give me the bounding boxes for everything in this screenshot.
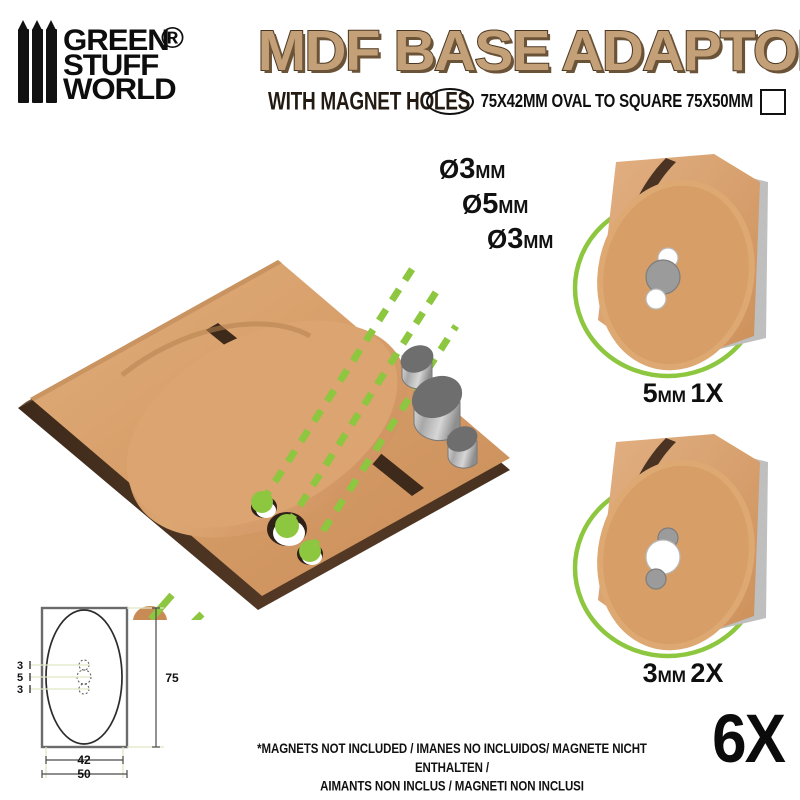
magnet-5mm [645, 259, 681, 295]
magnet-cylinders [400, 345, 478, 469]
dimension-hole-3-fg: 3 [17, 684, 23, 696]
dimension-oval-width: 42 [77, 753, 91, 767]
brand-name-line2: STUFF [63, 48, 159, 82]
callout-unit-2: MM [498, 197, 529, 217]
quantity-badge: 6X [712, 701, 786, 778]
callout-unit-3: MM [523, 232, 554, 252]
panel-unit-3mm: MM [657, 667, 686, 686]
panel-count-5mm: 1X [690, 378, 724, 408]
dimension-hole-1-fg: 3 [17, 660, 23, 672]
magnet-3mm-bottom [645, 568, 667, 590]
callout-value-1: 3 [459, 153, 476, 185]
detail-panel-3mm: 3MM 2X [568, 420, 798, 688]
disclaimer: *MAGNETS NOT INCLUDED / IMANES NO INCLUI… [228, 740, 676, 797]
diameter-symbol-2: Ø [462, 189, 483, 219]
panel-size-5mm: 5 [642, 378, 658, 408]
panel-unit-5mm: MM [657, 387, 686, 406]
callout-dots [251, 491, 321, 562]
hero-product-render: Ø3MM Ø5MM Ø3MM [10, 140, 553, 688]
callout-value-3: 3 [507, 223, 524, 255]
adaptor-detail-illustration-3mm [572, 434, 768, 659]
detail-panel-5mm: 5MM 1X [568, 140, 798, 408]
mdf-board-illustration [18, 258, 510, 688]
three-pencils-icon [18, 20, 57, 103]
brand-name-line3: WORLD [63, 73, 177, 107]
brand-logo: GREEN STUFF WORLD ® [18, 20, 208, 112]
dimension-diagram: 3 5 3 75 42 50 3 5 3 [12, 606, 179, 781]
page-title: MDF BASE ADAPTORS [257, 19, 800, 83]
diameter-symbol-1: Ø [439, 154, 460, 184]
callout-unit-1: MM [475, 162, 506, 182]
technical-drawing: 3 5 3 75 42 50 3 5 3 [4, 592, 204, 787]
callout-value-2: 5 [482, 188, 499, 220]
dimension-hole-2-fg: 5 [17, 672, 23, 684]
square-shape-icon [760, 88, 786, 115]
dimension-height: 75 [165, 671, 179, 685]
callout-label-1: Ø3MM [439, 153, 505, 186]
registered-trademark-icon: ® [161, 22, 184, 56]
brand-name-line1: GREEN [63, 24, 170, 58]
disclaimer-line-1: *MAGNETS NOT INCLUDED / IMANES NO INCLUI… [257, 742, 647, 776]
callout-label-2: Ø5MM [462, 188, 528, 221]
panel-label-5mm: 5MM 1X [568, 378, 798, 409]
disclaimer-line-2: AIMANTS NON INCLUS / MAGNETI NON INCLUSI [320, 780, 584, 795]
panel-count-3mm: 2X [690, 658, 724, 688]
diameter-symbol-3: Ø [487, 224, 508, 254]
oval-shape-icon [425, 88, 474, 115]
adaptor-detail-illustration-5mm [572, 154, 768, 379]
callout-label-3: Ø3MM [487, 223, 553, 256]
dimension-square-width: 50 [77, 767, 91, 781]
panel-size-3mm: 3 [642, 658, 658, 688]
spec-text: 75X42MM OVAL TO SQUARE 75X50MM [480, 91, 754, 112]
panel-label-3mm: 3MM 2X [568, 658, 798, 689]
spec-row: 75X42MM OVAL TO SQUARE 75X50MM [425, 88, 786, 115]
